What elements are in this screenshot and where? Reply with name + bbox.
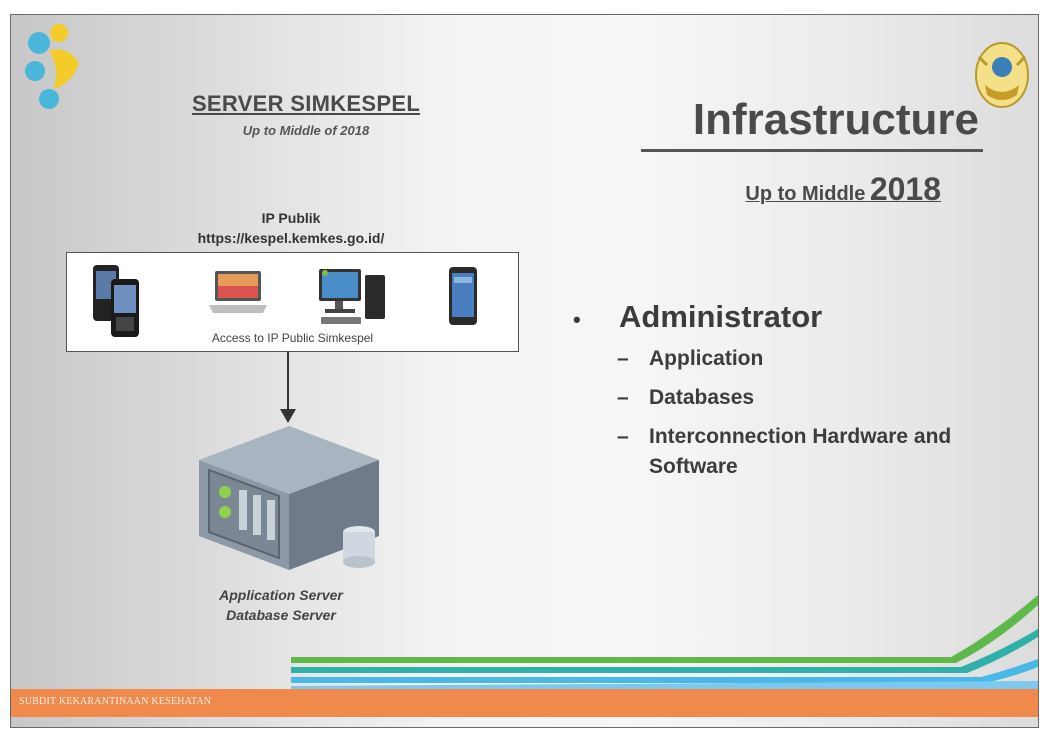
sub-item-interconnection: – Interconnection Hardware and Software (617, 422, 997, 482)
dash-icon: – (617, 425, 629, 448)
sub-item-label: Application (649, 347, 764, 370)
title-underline (641, 149, 983, 152)
server-caption-app: Application Server (219, 587, 343, 603)
server-subheading: Up to Middle of 2018 (242, 123, 370, 138)
device-access-box: Access to IP Public Simkespel (66, 252, 519, 352)
dash-icon: – (617, 386, 629, 409)
page-title: Infrastructure (692, 95, 979, 144)
footer-text: SUBDIT KEKARANTINAAN KESEHATAN (19, 696, 212, 707)
server-caption-db: Database Server (226, 607, 336, 623)
smartphones-icon (93, 265, 139, 337)
bullet-list: • Administrator – Application – Database… (571, 299, 997, 482)
subtitle: Up to Middle 2018 (651, 171, 941, 208)
server-icon (199, 426, 379, 570)
ip-label: IP Publik (261, 210, 321, 226)
bullet-item: • Administrator (571, 299, 997, 335)
sub-item-label: Interconnection Hardware and Software (649, 425, 952, 478)
access-label: Access to IP Public Simkespel (211, 331, 374, 345)
laptop-icon (209, 271, 267, 313)
subtitle-year: 2018 (869, 171, 941, 207)
sub-item-databases: – Databases (617, 383, 997, 413)
emblem-icon (975, 42, 1029, 108)
bullet-label: Administrator (619, 299, 823, 334)
subtitle-prefix: Up to Middle (745, 183, 866, 205)
ip-label-block: IP Publik https://kespel.kemkes.go.id/ (121, 208, 461, 248)
sub-item-application: – Application (617, 344, 997, 374)
sub-item-label: Databases (649, 386, 755, 409)
bullet-dot-icon: • (573, 307, 581, 332)
smartphone-icon (449, 267, 477, 325)
footer-bar: SUBDIT KEKARANTINAAN KESEHATAN (11, 689, 1038, 717)
ip-url: https://kespel.kemkes.go.id/ (197, 230, 385, 246)
server-heading: SERVER SIMKESPEL (191, 91, 421, 116)
server-caption: Application Server Database Server (171, 585, 391, 625)
desktop-computer-icon (319, 269, 385, 324)
decorative-stripes (291, 595, 1038, 691)
ministry-logo-icon (25, 24, 79, 109)
dash-icon: – (617, 347, 629, 370)
down-arrow-icon (280, 351, 296, 423)
slide: SERVER SIMKESPEL Up to Middle of 2018 IP… (10, 14, 1039, 728)
